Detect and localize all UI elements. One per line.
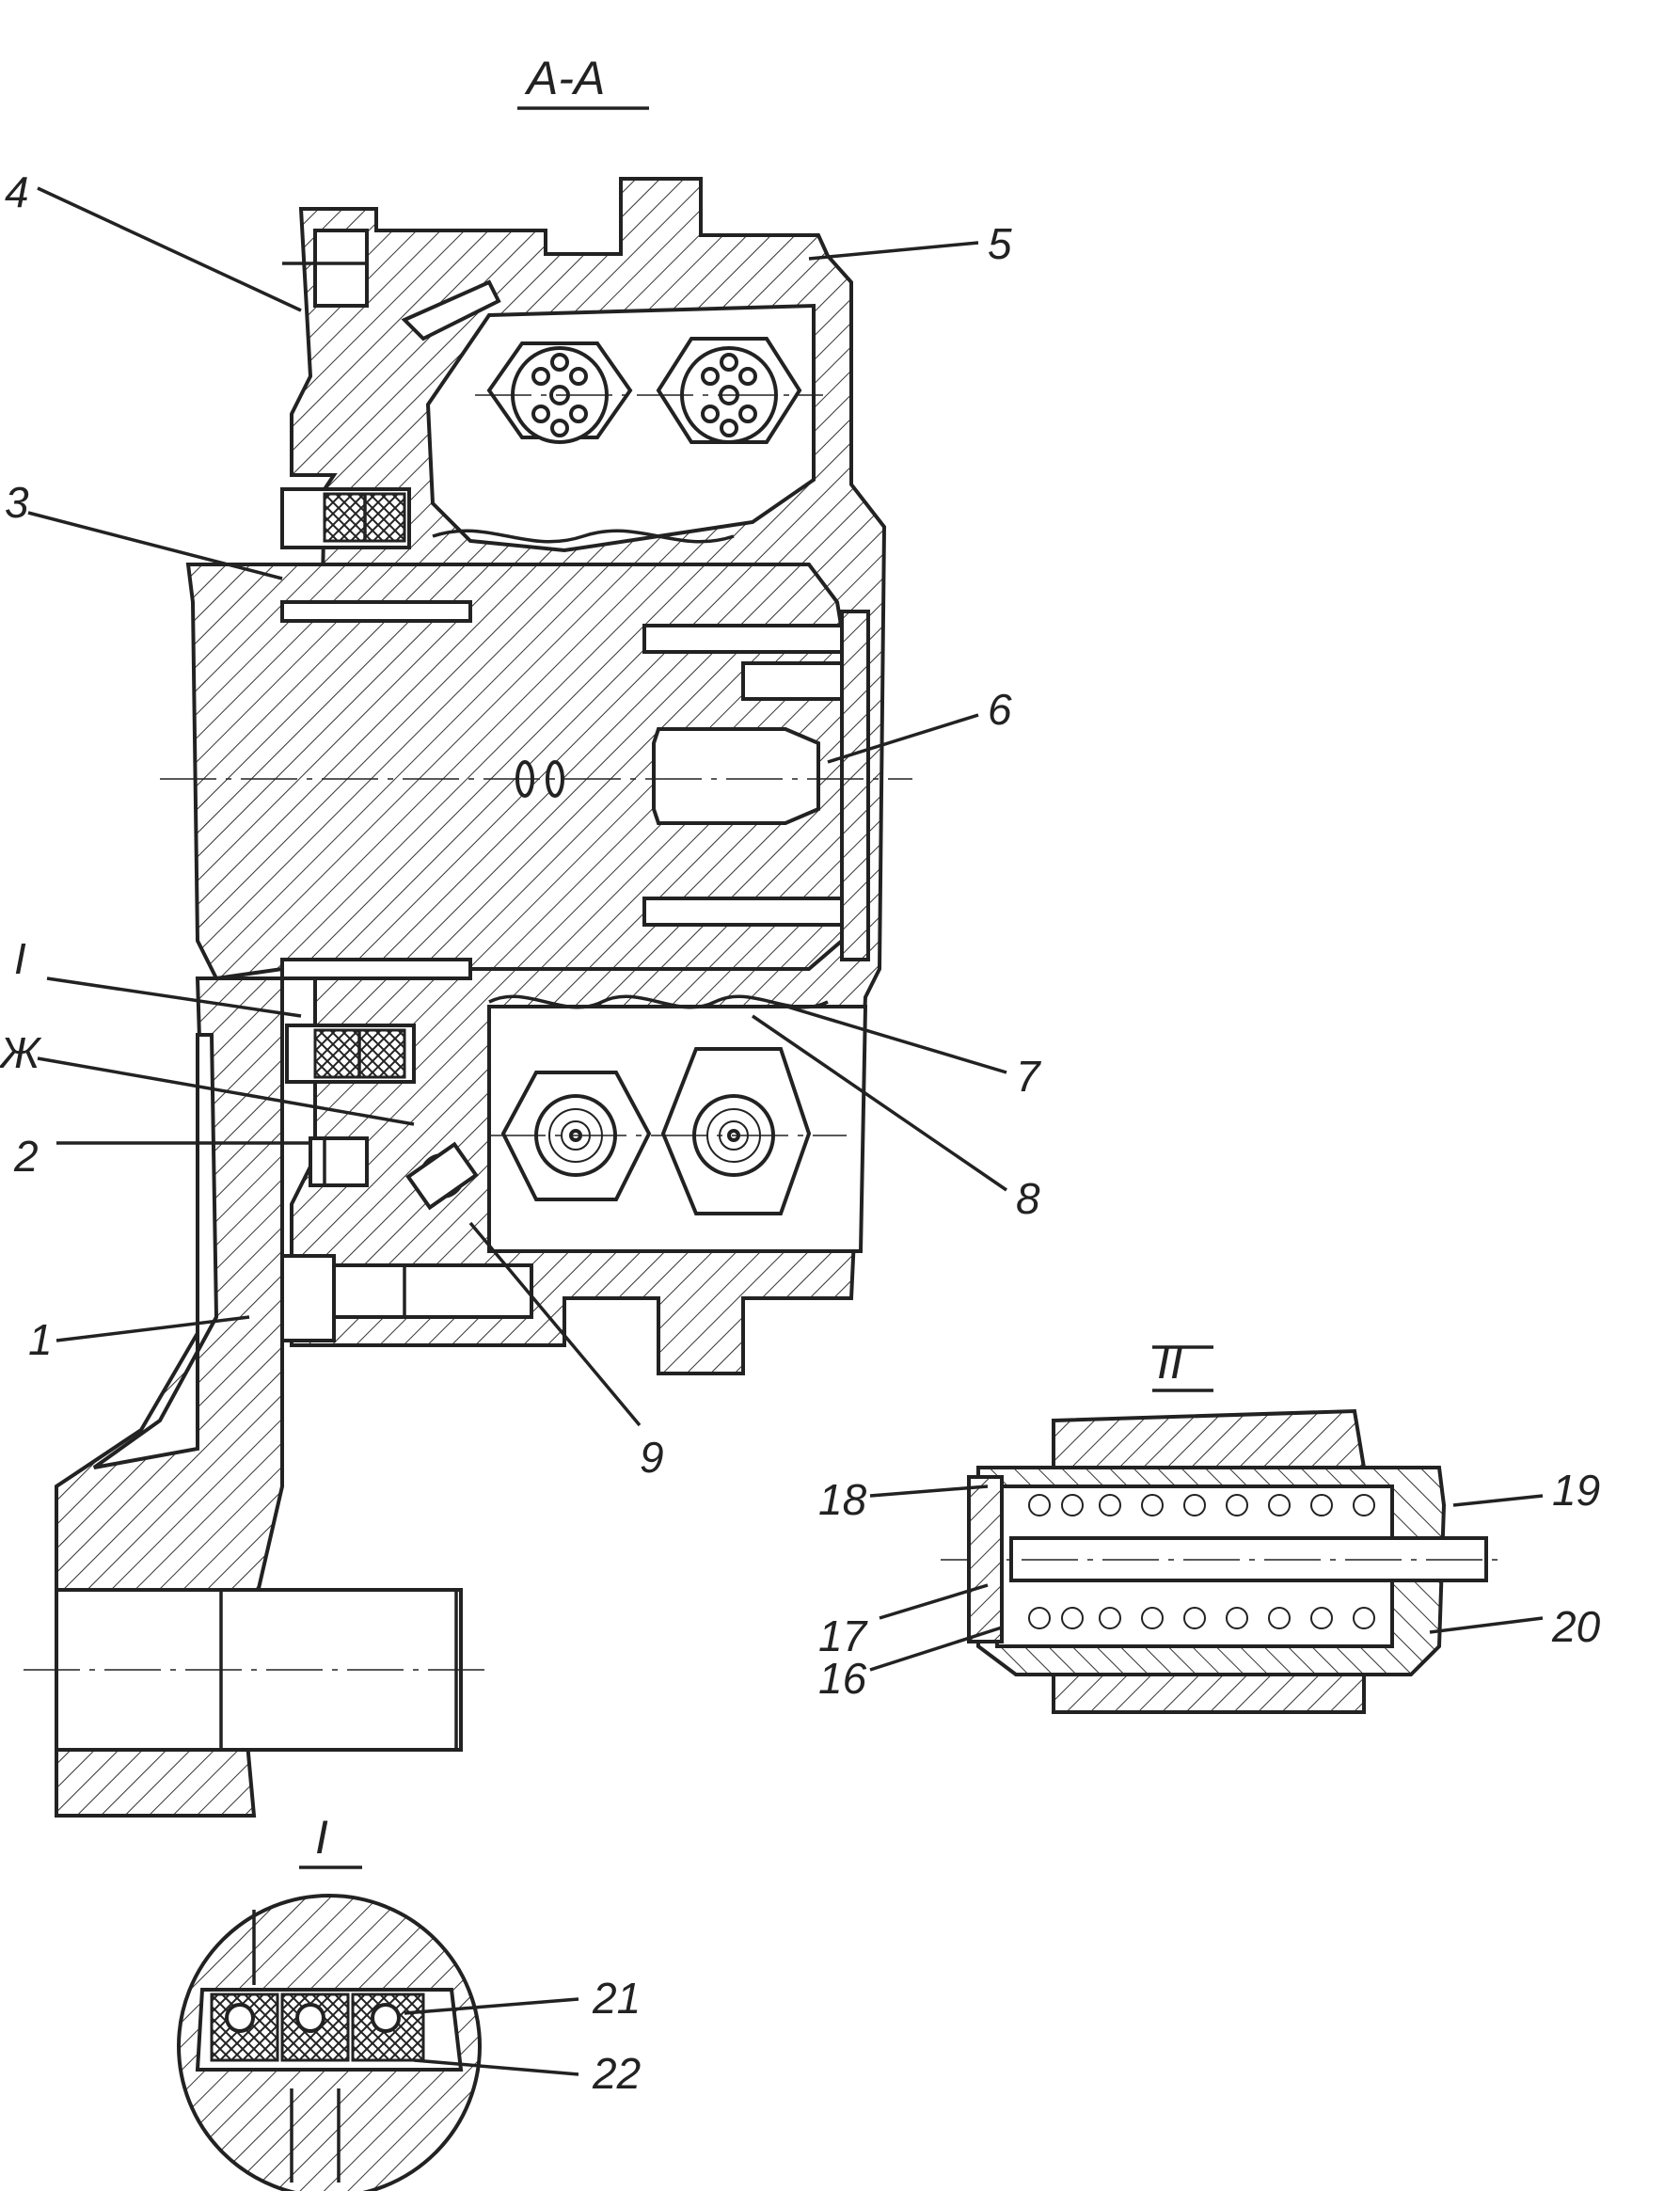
leader-lines <box>27 186 1007 1427</box>
lower-gears <box>280 529 847 1342</box>
label-9: 9 <box>640 1433 664 1482</box>
hub-bore <box>652 727 820 825</box>
upper-gears <box>280 229 823 549</box>
label-I: I <box>14 934 26 983</box>
section-title-text: A-A <box>524 52 605 104</box>
section-title: A-A <box>517 52 649 110</box>
label-1: 1 <box>28 1315 53 1364</box>
label-21: 21 <box>592 1974 641 2023</box>
label-3: 3 <box>5 478 29 527</box>
label-19: 19 <box>1552 1466 1600 1515</box>
bracket-1-recess <box>92 1033 219 1469</box>
detail-II: II 18 19 17 16 20 <box>818 1336 1601 1714</box>
label-8: 8 <box>1016 1174 1040 1223</box>
label-5: 5 <box>988 219 1012 268</box>
label-16: 16 <box>818 1654 867 1703</box>
detail-I-title: I <box>315 1811 328 1864</box>
label-7: 7 <box>1016 1052 1041 1101</box>
label-20: 20 <box>1551 1602 1601 1651</box>
callout-labels: 4 5 3 6 I Ж 2 1 7 8 9 <box>0 167 1041 1482</box>
label-17: 17 <box>818 1611 868 1660</box>
label-22: 22 <box>592 2049 641 2098</box>
label-6: 6 <box>988 685 1012 734</box>
label-2: 2 <box>13 1132 39 1181</box>
label-18: 18 <box>818 1475 867 1524</box>
label-4: 4 <box>5 167 29 216</box>
detail-II-title: II <box>1157 1336 1183 1389</box>
detail-I: I 21 22 <box>177 1811 641 2191</box>
label-zh: Ж <box>0 1028 42 1077</box>
cover-plate-6 <box>840 610 870 961</box>
